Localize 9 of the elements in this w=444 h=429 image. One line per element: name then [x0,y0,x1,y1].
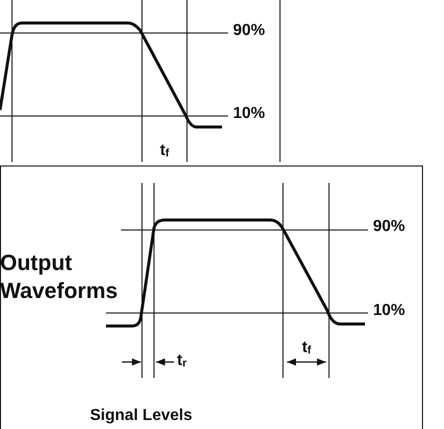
level-label: 90% [373,219,406,235]
time-label: t$_{f}$ [302,340,312,357]
level-label: 10% [373,303,406,319]
level-label: 90% [233,23,266,39]
time-label: t$_{r}$ [177,353,187,370]
level-label: 10% [233,106,266,122]
waveform-title: Output Waveforms [0,249,119,304]
caption: Signal Levels [90,408,192,424]
time-label: t$_{f}$ [160,143,170,160]
